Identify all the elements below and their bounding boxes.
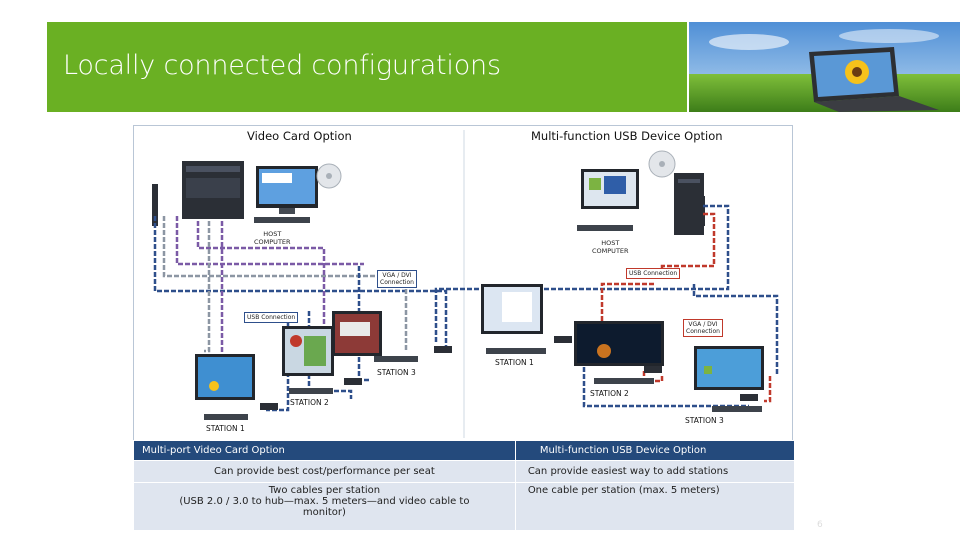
right-station-2 bbox=[574, 321, 664, 384]
left-section-title: Video Card Option bbox=[247, 129, 352, 143]
page-number: 6 bbox=[817, 520, 823, 530]
left-host-monitor bbox=[254, 163, 342, 223]
left-station-3-label: STATION 3 bbox=[377, 368, 416, 377]
right-section-title: Multi-function USB Device Option bbox=[531, 129, 723, 143]
table-cell: Can provide best cost/performance per se… bbox=[133, 460, 516, 483]
left-station-1-label: STATION 1 bbox=[206, 424, 245, 433]
right-station-3 bbox=[694, 346, 764, 412]
left-station-3 bbox=[332, 311, 452, 362]
left-host-label: HOST COMPUTER bbox=[254, 230, 291, 246]
configuration-diagram: Video Card Option Multi-function USB Dev… bbox=[133, 125, 793, 442]
title-banner: Locally connected configurations bbox=[47, 22, 687, 112]
right-station-1 bbox=[481, 284, 572, 354]
table-header-row: Multi-port Video Card Option Multi-funct… bbox=[133, 440, 796, 461]
left-station-1 bbox=[195, 354, 278, 420]
column-header-video-card: Multi-port Video Card Option bbox=[133, 440, 516, 461]
right-host-label: HOST COMPUTER bbox=[592, 239, 629, 255]
left-host-tower bbox=[152, 161, 244, 226]
table-cell: Two cables per station (USB 2.0 / 3.0 to… bbox=[133, 482, 516, 531]
right-vga-connection-tag: VGA / DVI Connection bbox=[683, 319, 723, 337]
column-header-usb-device: Multi-function USB Device Option bbox=[514, 440, 796, 461]
right-host-monitor bbox=[577, 150, 676, 231]
slide-title: Locally connected configurations bbox=[63, 50, 501, 81]
connection-diagram-graphic bbox=[152, 130, 779, 438]
table-cell: Can provide easiest way to add stations bbox=[514, 460, 796, 483]
table-cell: One cable per station (max. 5 meters) bbox=[514, 482, 796, 531]
right-station-1-label: STATION 1 bbox=[495, 358, 534, 367]
table-row: Two cables per station (USB 2.0 / 3.0 to… bbox=[133, 482, 796, 531]
left-usb-connection-tag: USB Connection bbox=[244, 312, 299, 323]
right-host-tower bbox=[674, 173, 705, 235]
left-station-2 bbox=[282, 326, 362, 394]
right-usb-connection-tag: USB Connection bbox=[626, 268, 681, 279]
right-station-3-label: STATION 3 bbox=[685, 416, 724, 425]
table-row: Can provide best cost/performance per se… bbox=[133, 460, 796, 483]
right-station-2-label: STATION 2 bbox=[590, 389, 629, 398]
comparison-table: Multi-port Video Card Option Multi-funct… bbox=[133, 440, 796, 531]
laptop-field-illustration bbox=[689, 22, 960, 112]
hero-image bbox=[689, 22, 960, 112]
left-vga-connection-tag: VGA / DVI Connection bbox=[377, 270, 417, 288]
left-station-2-label: STATION 2 bbox=[290, 398, 329, 407]
